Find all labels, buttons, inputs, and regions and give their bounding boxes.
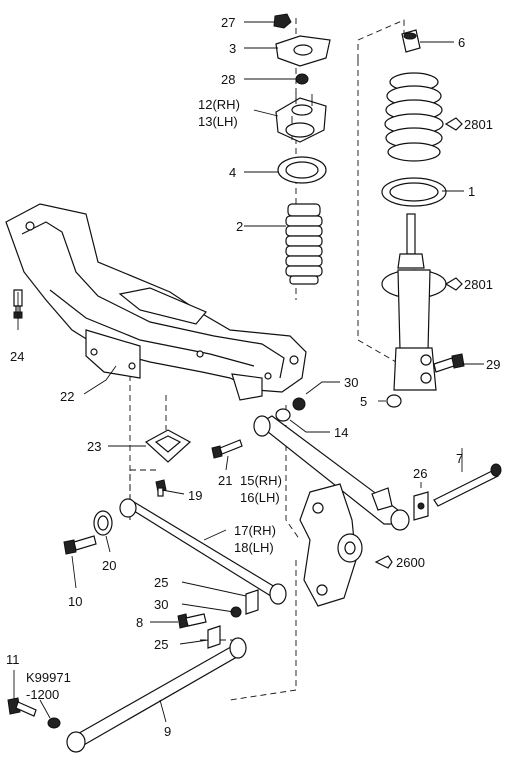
label-19: 19 (188, 488, 202, 503)
spring-seat-1 (381, 177, 447, 207)
label-20: 20 (102, 558, 116, 573)
label-15: 15(RH) (240, 473, 282, 488)
bolt-8 (177, 613, 207, 629)
nut-30b (230, 606, 242, 618)
lateral-link-9 (66, 637, 247, 753)
label-9: 9 (164, 724, 171, 739)
label-24: 24 (10, 349, 24, 364)
bump-stop-6 (401, 29, 421, 53)
label-8: 8 (136, 615, 143, 630)
tag-2801b (444, 277, 463, 291)
nut-14 (275, 408, 291, 422)
label-7: 7 (456, 451, 463, 466)
nut-k99971 (47, 717, 61, 729)
label-25b: 25 (154, 637, 168, 652)
label-14: 14 (334, 425, 348, 440)
leader-lines (13, 21, 484, 723)
plate-25b (207, 625, 221, 649)
label-26: 26 (413, 466, 427, 481)
label-17: 17(RH) (234, 523, 276, 538)
label-29: 29 (486, 357, 500, 372)
label-27: 27 (221, 15, 235, 30)
label-16: 16(LH) (240, 490, 280, 505)
bolt-7 (433, 463, 502, 507)
bolt-19 (155, 479, 167, 497)
trailing-arm-15-16 (253, 415, 410, 531)
bolt-10 (63, 535, 97, 555)
label-k99971-suffix: -1200 (26, 687, 59, 702)
bolt-11 (7, 697, 37, 717)
tag-2801a (444, 117, 463, 131)
crossmember-22 (5, 203, 307, 401)
bolt-21 (211, 439, 243, 459)
bushing-20 (93, 510, 113, 536)
nut-27 (273, 13, 292, 29)
label-25a: 25 (154, 575, 168, 590)
label-2600: 2600 (396, 555, 425, 570)
nut-28 (295, 73, 309, 85)
knuckle-2600 (299, 483, 363, 607)
label-3: 3 (229, 41, 236, 56)
label-11: 11 (6, 652, 20, 667)
label-10: 10 (68, 594, 82, 609)
nut-30a (292, 397, 306, 411)
coil-spring (384, 72, 444, 162)
label-30a: 30 (344, 375, 358, 390)
label-2801a: 2801 (464, 117, 493, 132)
strut-assembly (381, 213, 447, 391)
plate-26 (413, 491, 429, 521)
tag-2600 (374, 555, 393, 569)
insulator-3 (275, 35, 331, 67)
label-5: 5 (360, 394, 367, 409)
label-2: 2 (236, 219, 243, 234)
washer-5 (386, 394, 402, 408)
label-18: 18(LH) (234, 540, 274, 555)
dust-boot-2 (285, 203, 323, 285)
bolt-29 (433, 353, 465, 373)
label-2801b: 2801 (464, 277, 493, 292)
label-1: 1 (468, 184, 475, 199)
strut-mount-12-13 (275, 92, 327, 143)
label-12: 12(RH) (198, 97, 240, 112)
label-k99971: K99971 (26, 670, 71, 685)
label-6: 6 (458, 35, 465, 50)
lateral-link-17-18 (119, 498, 287, 605)
callout-labels: 27 3 28 12(RH) 13(LH) 4 2 6 2801 1 2801 … (6, 15, 500, 739)
label-23: 23 (87, 439, 101, 454)
bracket-23 (144, 429, 192, 463)
plate-25a (245, 589, 259, 615)
label-30b: 30 (154, 597, 168, 612)
label-21: 21 (218, 473, 232, 488)
label-4: 4 (229, 165, 236, 180)
label-28: 28 (221, 72, 235, 87)
bearing-ring-4 (277, 156, 327, 184)
label-22: 22 (60, 389, 74, 404)
label-13: 13(LH) (198, 114, 238, 129)
